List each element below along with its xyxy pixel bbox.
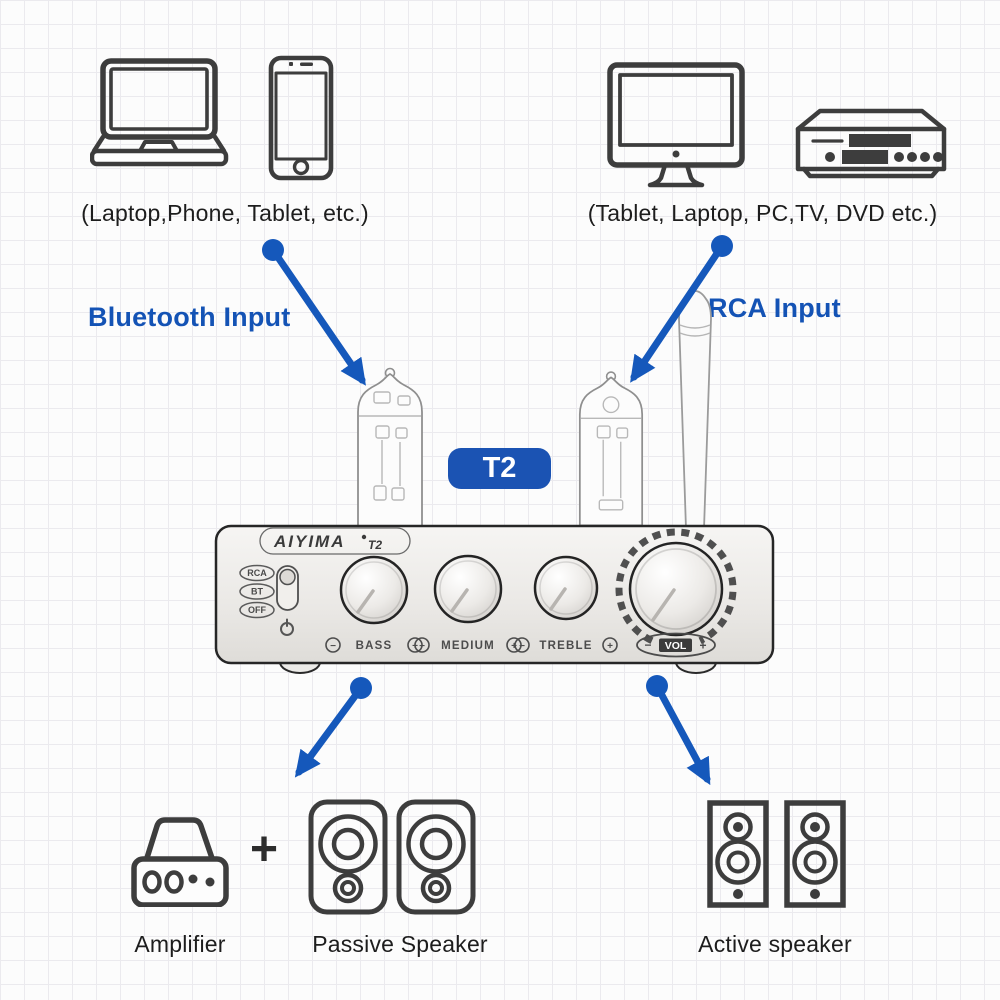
svg-text:MEDIUM: MEDIUM — [441, 640, 495, 652]
source-switch-labels: RCA BT OFF — [239, 564, 275, 619]
brand-model-text: T2 — [368, 538, 382, 552]
passive-speaker-caption: Passive Speaker — [312, 931, 488, 957]
volume-knob-label: − VOL + — [636, 632, 716, 658]
arrow-dot — [262, 239, 284, 261]
antenna-icon — [678, 290, 712, 530]
bass-knob — [339, 555, 409, 625]
bluetooth-input-label: Bluetooth Input — [88, 302, 291, 332]
monitor-icon — [607, 62, 745, 188]
brand-text: AIYIMA — [273, 532, 346, 551]
vacuum-tube-right-icon — [578, 371, 644, 527]
bt-option-label: BT — [251, 587, 263, 597]
rca-option-label: RCA — [247, 568, 267, 578]
source-devices-caption-left: (Laptop,Phone, Tablet, etc.) — [81, 200, 369, 226]
svg-text:−: − — [644, 638, 651, 652]
brand-logo: AIYIMA T2 — [259, 527, 411, 555]
toggle-switch — [276, 565, 299, 611]
off-option-label: OFF — [248, 605, 266, 615]
laptop-icon — [90, 58, 229, 167]
svg-text:−: − — [330, 641, 336, 652]
passive-speaker-right-icon — [396, 799, 476, 915]
svg-text:+: + — [511, 641, 517, 652]
vacuum-tube-left-icon — [357, 367, 423, 527]
svg-text:+: + — [699, 639, 706, 653]
arrow-dot — [711, 235, 733, 257]
amplifier-device: AIYIMA T2 RCA BT OFF — [214, 524, 775, 674]
active-speaker-left-icon — [707, 800, 769, 908]
arrow-to-amplifier — [294, 684, 365, 778]
svg-text:VOL: VOL — [665, 640, 687, 652]
volume-knob — [615, 528, 737, 644]
svg-text:BASS: BASS — [356, 640, 393, 652]
passive-speaker-left-icon — [308, 799, 388, 915]
power-icon — [280, 618, 294, 636]
rca-input-label: RCA Input — [708, 293, 841, 323]
treble-knob — [533, 555, 599, 621]
smartphone-icon — [268, 55, 334, 181]
plus-sign: + — [250, 823, 279, 876]
svg-text:−: − — [519, 641, 525, 652]
model-badge: T2 — [448, 448, 551, 489]
source-devices-caption-right: (Tablet, Laptop, PC,TV, DVD etc.) — [587, 200, 938, 226]
active-speaker-right-icon — [784, 800, 846, 908]
svg-text:+: + — [607, 641, 613, 652]
dvd-player-icon — [795, 108, 947, 179]
medium-knob — [433, 554, 503, 624]
treble-knob-label: − TREBLE + — [514, 637, 618, 653]
active-speaker-caption: Active speaker — [698, 931, 852, 957]
arrow-to-active-speaker — [653, 682, 711, 786]
amplifier-icon — [131, 817, 229, 907]
amplifier-caption: Amplifier — [134, 931, 226, 957]
volume-tick-ring — [615, 528, 737, 644]
svg-text:−: − — [419, 641, 425, 652]
medium-knob-label: − MEDIUM + — [414, 637, 522, 653]
svg-text:TREBLE: TREBLE — [539, 640, 592, 652]
